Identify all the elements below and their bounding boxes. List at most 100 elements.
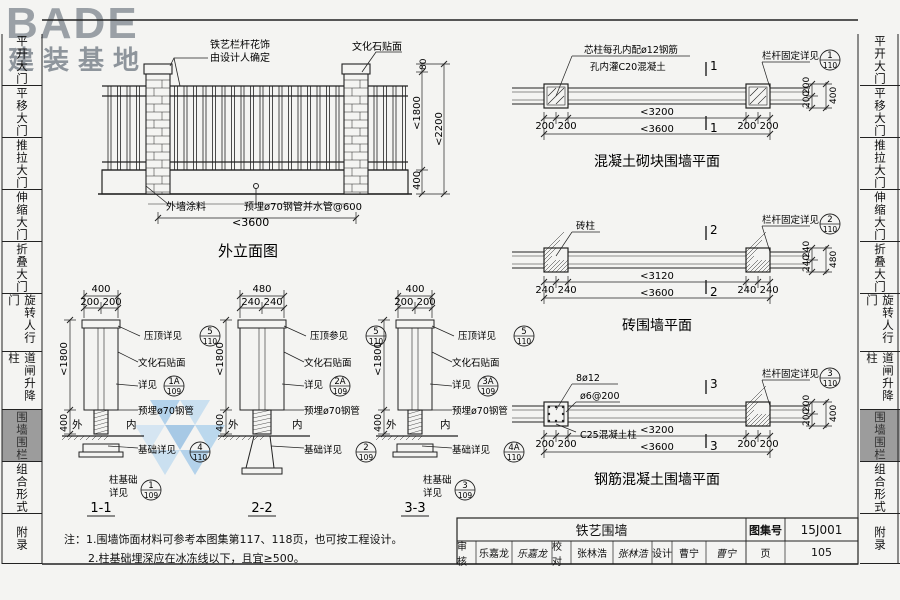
section-s1-column-foundation-label-2: 详见	[109, 487, 128, 499]
section-s1-detail-ref-top: 1A	[168, 377, 179, 387]
plan-p1-note-2: 孔内灌C20混凝土	[590, 61, 666, 73]
elev-label-stone: 文化石贴面	[352, 40, 402, 53]
plan-p1-rail-ref-bottom: 110	[823, 61, 838, 70]
check-label: 校对	[552, 541, 562, 568]
section-s2-inside: 内	[292, 418, 303, 431]
plan-p3-rail-ref-bottom: 110	[823, 379, 838, 388]
section-s3-title: 3-3	[404, 501, 425, 516]
note-line-2: 2.柱基础埋深应在冰冻线以下，且宜≥500。	[88, 552, 305, 565]
section-s1-cap-ref-bottom: 110	[203, 337, 218, 346]
elev-label-ornament-2: 由设计人确定	[210, 51, 270, 64]
elev-dim-1800: <1800	[412, 96, 423, 130]
plan-p2-rail-ref-top: 2	[827, 215, 832, 225]
section-s3-inside: 内	[440, 418, 451, 431]
plan-p2-note-1: 砖柱	[576, 220, 596, 232]
page-number: 105	[811, 546, 832, 559]
section-s2-foundation-ref-top: 2	[363, 443, 368, 453]
section-s3-stone-label: 文化石贴面	[452, 357, 500, 369]
section-s3-foundation-label: 基础详见	[452, 444, 490, 456]
sidebar-left-item-7[interactable]: 围墙围栏	[2, 410, 42, 462]
section-s3-detail-ref-bottom: 109	[481, 387, 496, 396]
sidebar-right-label-3: 伸缩大门	[873, 190, 887, 241]
sidebar-left-item-0[interactable]: 平开大门	[2, 34, 42, 86]
plan-p2-cut-top: 2	[710, 223, 718, 237]
sidebar-left-item-6[interactable]: 道闸升降柱	[2, 352, 42, 410]
section-s3-column-foundation-label: 柱基础	[423, 474, 452, 486]
section-s3-column-foundation-ref-bottom: 109	[458, 491, 473, 500]
plan-p1-width-right: 200 200	[737, 121, 778, 132]
section-s3-detail-label: 详见	[452, 379, 471, 391]
section-s3-detail-ref-top: 3A	[482, 377, 493, 387]
logo-text-main: BADE	[6, 0, 139, 48]
plan-p2-side-dim-top: 240	[802, 241, 812, 258]
sidebar-right-item-5[interactable]: 旋转人行门	[860, 294, 900, 352]
sidebar-left-item-1[interactable]: 平移大门	[2, 86, 42, 138]
section-s2-detail-ref-top: 2A	[334, 377, 345, 387]
section-s2-height-base: 400	[215, 414, 226, 432]
checker-signature: 张林浩	[617, 549, 648, 560]
sidebar-left-item-3[interactable]: 伸缩大门	[2, 190, 42, 242]
plan-p3-span: <3200	[640, 425, 674, 436]
plan-p3-side-dim-bottom: 200	[802, 409, 812, 426]
sidebar-left-label-3: 伸缩大门	[15, 190, 29, 241]
sidebar-right-item-8[interactable]: 组合形式	[860, 462, 900, 514]
plan-p3-total: <3600	[640, 442, 674, 453]
sidebar-left-item-5[interactable]: 旋转人行门	[2, 294, 42, 352]
sidebar-right-label-1: 平移大门	[873, 86, 887, 137]
section-s1-foundation-ref-top: 4	[197, 443, 202, 453]
plan-p2-side-dim-bottom: 240	[802, 255, 812, 272]
sidebar-right-item-2[interactable]: 推拉大门	[860, 138, 900, 190]
elevation-view: 铁艺栏杆花饰 由设计人确定 文化石贴面 外墙涂料 预埋ø70钢管并水管@600 …	[98, 38, 450, 260]
sidebar-right-item-4[interactable]: 折叠大门	[860, 242, 900, 294]
sidebar-right-item-9[interactable]: 附录	[860, 514, 900, 564]
plan-p3-cut-bottom: 3	[710, 439, 718, 453]
elev-label-paint: 外墙涂料	[166, 200, 206, 213]
checker-name: 张林浩	[577, 549, 607, 560]
sidebar-left-item-9[interactable]: 附录	[2, 514, 42, 564]
section-s1-foundation-ref-bottom: 110	[193, 453, 208, 462]
section-s2-height: <1800	[215, 342, 226, 376]
plan-p3-note-2: ø6@200	[580, 391, 620, 402]
sidebar-left-item-4[interactable]: 折叠大门	[2, 242, 42, 294]
section-s3-outside: 外	[386, 419, 397, 431]
sidebar-right-item-1[interactable]: 平移大门	[860, 86, 900, 138]
section-s1-cap-ref-top: 5	[207, 327, 212, 337]
sidebar-left-item-2[interactable]: 推拉大门	[2, 138, 42, 190]
plan-p1-total: <3600	[640, 124, 674, 135]
sidebar-right-item-3[interactable]: 伸缩大门	[860, 190, 900, 242]
section-s3-cap-label: 压顶详见	[458, 330, 496, 342]
elev-title: 外立面图	[218, 242, 278, 260]
sidebar-left-item-8[interactable]: 组合形式	[2, 462, 42, 514]
sidebar-right-item-0[interactable]: 平开大门	[860, 34, 900, 86]
sidebar-right-item-6[interactable]: 道闸升降柱	[860, 352, 900, 410]
section-s3-width-total: 400	[405, 284, 424, 295]
section-s2-title: 2-2	[251, 501, 272, 516]
sidebar-right-item-7[interactable]: 围墙围栏	[860, 410, 900, 462]
elev-dim-80: 80	[419, 58, 429, 70]
notes: 注：1.围墙饰面材料可参考本图集第117、118页，也可按工程设计。 2.柱基础…	[64, 530, 402, 568]
section-s2-detail-ref-bottom: 109	[333, 387, 348, 396]
sidebar-right-label-2: 推拉大门	[873, 138, 887, 189]
title-block-frame	[456, 517, 859, 565]
plan-p1-side-dim-bottom: 200	[802, 91, 812, 108]
section-s1-detail-ref-bottom: 109	[167, 387, 182, 396]
plan-p2-span: <3120	[640, 271, 674, 282]
plan-p1-title: 混凝土砌块围墙平面	[594, 154, 720, 170]
